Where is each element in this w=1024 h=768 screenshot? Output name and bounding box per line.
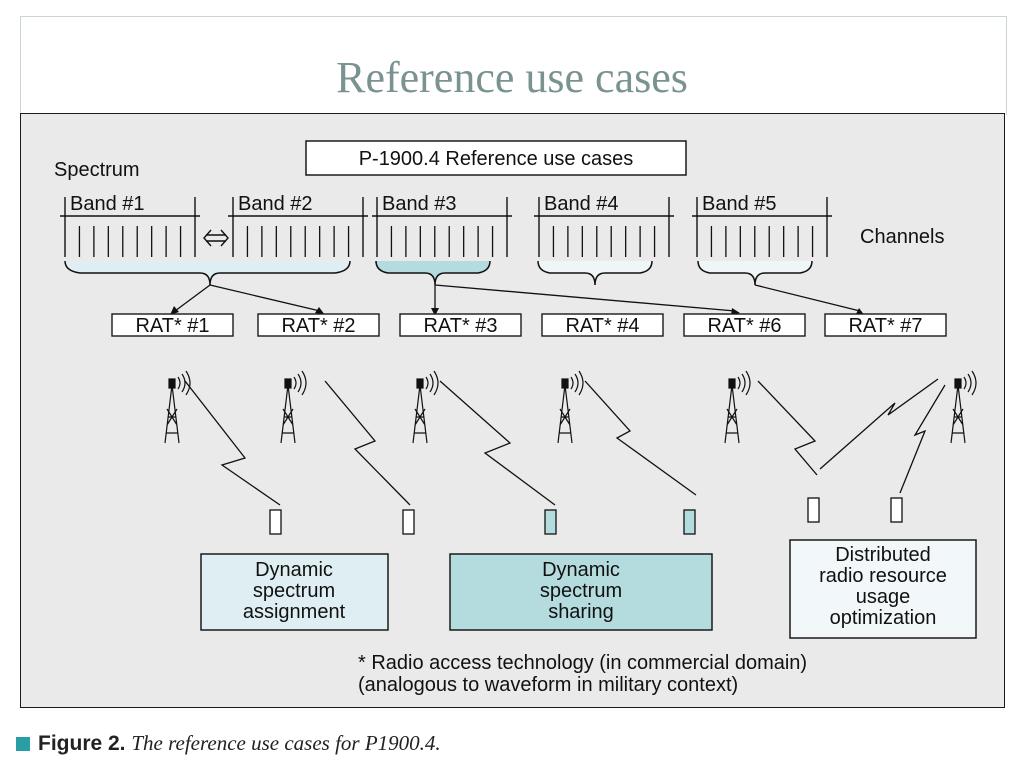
- caption-text: The reference use cases for P1900.4.: [131, 731, 441, 755]
- band-label: Band #3: [382, 193, 457, 215]
- band-3: Band #3: [372, 193, 512, 257]
- rat-box-2: RAT* #2: [257, 313, 380, 337]
- link-tower3-terminal3: [439, 380, 556, 506]
- arrow-bands12-to-rat1: [174, 284, 211, 312]
- header-box-label: P-1900.4 Reference use cases: [359, 148, 634, 170]
- terminal-2: [402, 509, 415, 535]
- header-box: [305, 140, 687, 176]
- use-case-box-assignment: [200, 553, 389, 631]
- use-case-line: spectrum: [540, 580, 622, 602]
- band-1: Band #1: [60, 193, 200, 257]
- rat-box-5: RAT* #6: [683, 313, 806, 337]
- rat-label: RAT* #1: [135, 315, 209, 337]
- link-tower5-terminal5: [757, 380, 818, 476]
- use-case-text-assignment: Dynamic spectrum assignment: [243, 559, 346, 623]
- rat-box-frame: [111, 313, 234, 337]
- antenna-tower-icon: [557, 370, 584, 444]
- band-2: Band #2: [228, 193, 368, 257]
- band-5: Band #5: [692, 193, 832, 257]
- terminal-1: [269, 509, 282, 535]
- terminal-6: [890, 497, 903, 523]
- use-case-box-sharing: [449, 553, 713, 631]
- antenna-tower-icon: [164, 370, 191, 444]
- rat-box-frame: [399, 313, 522, 337]
- arrowhead-rat2: [315, 307, 325, 315]
- channels-label: Channels: [860, 226, 945, 248]
- arrowhead-rat6: [731, 308, 740, 315]
- arrow-band5-to-rat7: [754, 284, 861, 312]
- band-label: Band #5: [702, 193, 777, 215]
- arrow-band3-to-rat6: [434, 284, 736, 312]
- use-case-diagram: P-1900.4 Reference use cases Spectrum Ch…: [20, 113, 1005, 708]
- use-case-line: Distributed: [835, 544, 931, 566]
- terminal-3: [544, 509, 557, 535]
- rat-box-1: RAT* #1: [111, 313, 234, 337]
- use-case-line: Dynamic: [255, 559, 333, 581]
- use-case-line: radio resource: [819, 565, 947, 587]
- antenna-tower-icon: [412, 370, 439, 444]
- slide-title-frame: [20, 16, 1007, 115]
- antenna-tower-icon: [280, 370, 307, 444]
- use-case-text-sharing: Dynamic spectrum sharing: [540, 559, 622, 623]
- footnote-line-2: (analogous to waveform in military conte…: [358, 674, 738, 696]
- antenna-tower-icon: [950, 370, 977, 444]
- slide-title: Reference use cases: [336, 53, 688, 102]
- rat-label: RAT* #7: [848, 315, 922, 337]
- band-label: Band #1: [70, 193, 145, 215]
- link-tower2-terminal2: [324, 380, 411, 506]
- caption-label: Figure 2.: [38, 732, 126, 755]
- rat-label: RAT* #4: [565, 315, 639, 337]
- rat-label: RAT* #6: [707, 315, 781, 337]
- rat-label: RAT* #3: [423, 315, 497, 337]
- use-case-line: spectrum: [253, 580, 335, 602]
- rat-box-frame: [257, 313, 380, 337]
- caption-marker: [16, 737, 30, 751]
- use-case-line: Dynamic: [542, 559, 620, 581]
- link-tower1-terminal1: [184, 380, 281, 506]
- terminal-5: [807, 497, 820, 523]
- footnote-line-1: * Radio access technology (in commercial…: [358, 652, 807, 674]
- link-terminal6-tower6: [899, 384, 946, 494]
- arrowhead-rat3: [431, 308, 439, 316]
- rat-box-frame: [683, 313, 806, 337]
- band-exchange-arrow: [203, 229, 229, 247]
- antenna-tower-icon: [724, 370, 751, 444]
- rat-box-frame: [824, 313, 947, 337]
- rat-box-frame: [541, 313, 664, 337]
- rat-box-3: RAT* #3: [399, 313, 522, 337]
- figure-caption: Figure 2. The reference use cases for P1…: [16, 731, 441, 756]
- use-case-line: assignment: [243, 601, 346, 623]
- use-case-box-optimization: [789, 539, 977, 639]
- use-case-text-optimization: Distributed radio resource usage optimiz…: [819, 544, 947, 629]
- spectrum-label: Spectrum: [54, 159, 140, 181]
- use-case-line: usage: [856, 586, 911, 608]
- arrowhead-rat1: [170, 306, 179, 315]
- rat-box-4: RAT* #4: [541, 313, 664, 337]
- terminal-4: [683, 509, 696, 535]
- brace-band-4: [537, 260, 653, 286]
- link-terminal5-tower6: [819, 378, 939, 470]
- rat-box-6: RAT* #7: [824, 313, 947, 337]
- arrow-bands12-to-rat2: [209, 284, 321, 312]
- use-case-line: sharing: [548, 601, 614, 623]
- link-tower4-terminal4: [584, 380, 697, 496]
- band-4: Band #4: [534, 193, 674, 257]
- rat-label: RAT* #2: [281, 315, 355, 337]
- band-label: Band #2: [238, 193, 313, 215]
- band-label: Band #4: [544, 193, 619, 215]
- use-case-line: optimization: [830, 607, 937, 629]
